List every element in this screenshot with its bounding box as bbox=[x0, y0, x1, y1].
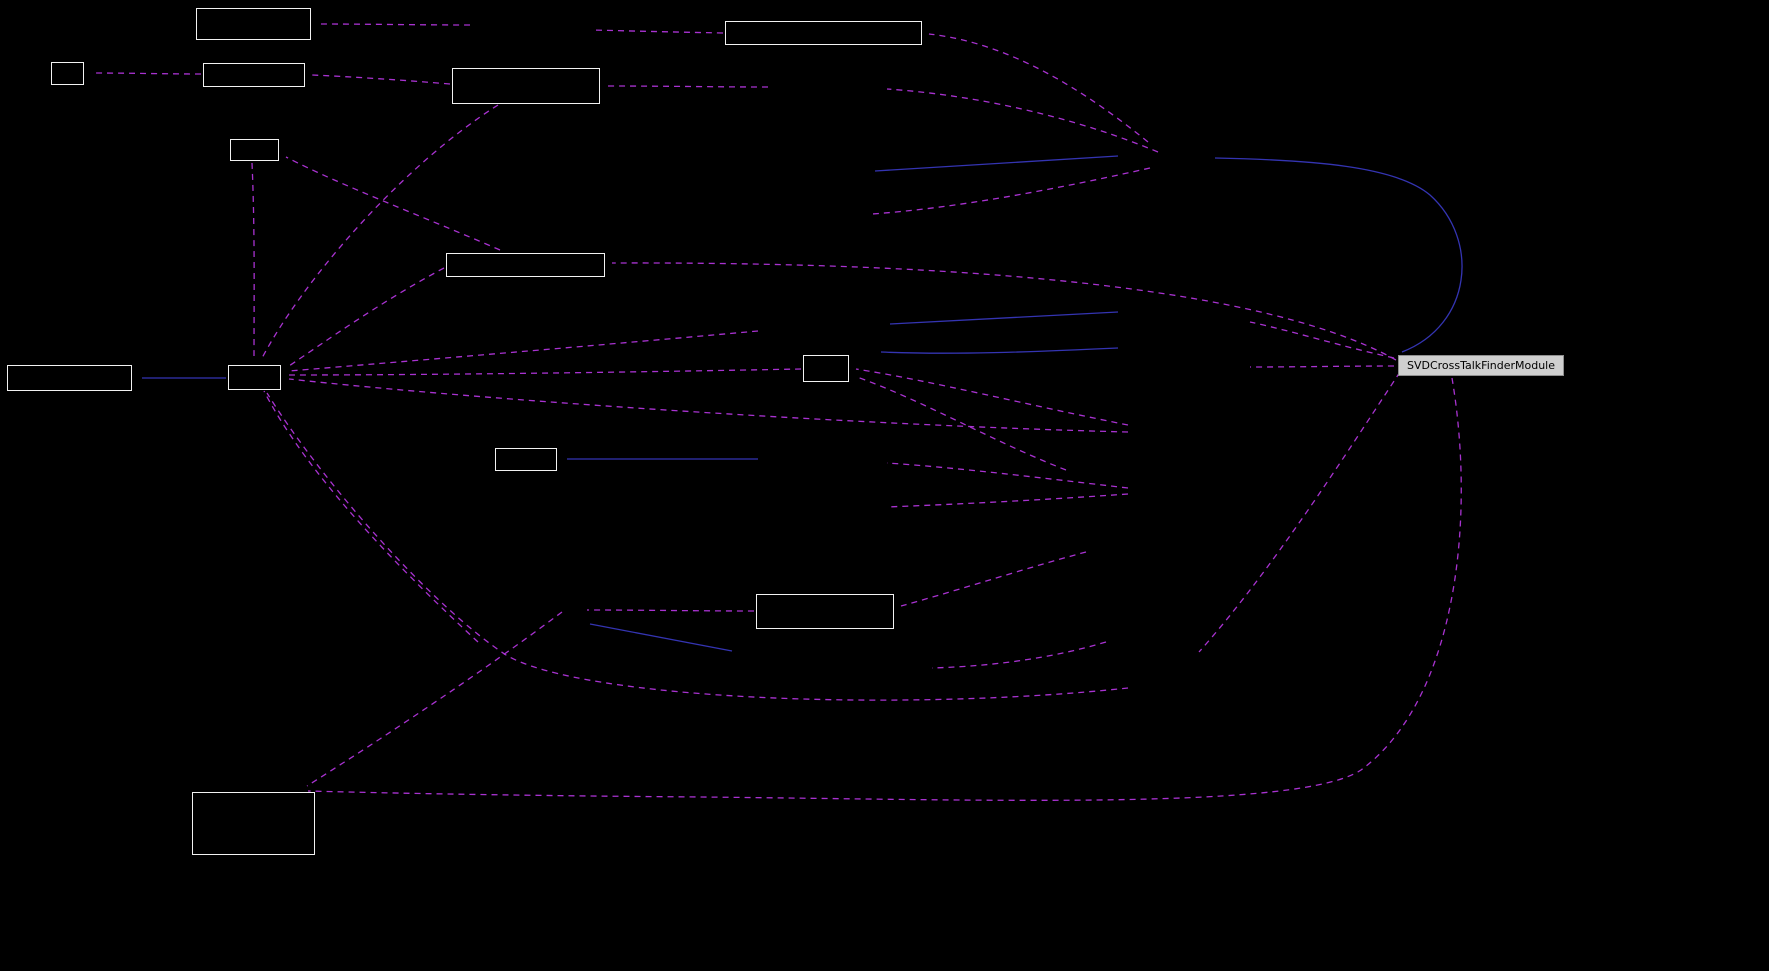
class-node-10[interactable] bbox=[803, 355, 849, 382]
class-node-8[interactable] bbox=[7, 365, 132, 391]
edge-usage-20 bbox=[260, 104, 499, 361]
edge-usage-25 bbox=[266, 392, 1129, 701]
edge-usage-12 bbox=[856, 376, 1067, 471]
edge-usage-22 bbox=[288, 330, 759, 372]
edge-usage-1 bbox=[317, 23, 471, 26]
class-node-6[interactable] bbox=[725, 21, 922, 45]
svd-cross-talk-finder-module-node[interactable]: SVDCrossTalkFinderModule bbox=[1398, 355, 1564, 376]
edge-inherit-2 bbox=[889, 311, 1119, 325]
edge-usage-30 bbox=[251, 162, 255, 360]
edge-inherit-3 bbox=[880, 347, 1119, 354]
edge-usage-18 bbox=[586, 609, 755, 612]
edge-usage-2 bbox=[591, 29, 724, 34]
class-node-5[interactable] bbox=[230, 139, 279, 161]
edge-inherit-7 bbox=[1214, 157, 1463, 353]
edge-usage-23 bbox=[288, 368, 802, 376]
edge-inherit-5 bbox=[589, 623, 733, 652]
edge-usage-4 bbox=[90, 72, 202, 75]
class-node-13[interactable] bbox=[192, 792, 315, 855]
edge-usage-9 bbox=[871, 167, 1151, 215]
class-node-4[interactable] bbox=[452, 68, 600, 104]
edge-usage-16 bbox=[886, 493, 1129, 508]
edge-usage-17 bbox=[900, 551, 1087, 607]
class-node-3[interactable] bbox=[203, 63, 305, 87]
edge-usage-29 bbox=[1198, 371, 1401, 653]
class-node-11[interactable] bbox=[495, 448, 557, 471]
edge-usage-10 bbox=[611, 262, 1397, 361]
edge-usage-3 bbox=[928, 33, 1149, 143]
edge-usage-21 bbox=[288, 267, 445, 367]
edge-inherit-1 bbox=[874, 155, 1119, 172]
class-node-12[interactable] bbox=[756, 594, 894, 629]
edge-usage-15 bbox=[886, 462, 1129, 489]
class-node-7[interactable] bbox=[446, 253, 605, 277]
class-node-9[interactable] bbox=[228, 365, 281, 390]
edge-usage-13 bbox=[1249, 321, 1395, 359]
class-node-2[interactable] bbox=[51, 62, 84, 85]
edge-usage-8 bbox=[285, 156, 501, 251]
edge-usage-26 bbox=[263, 390, 479, 643]
edge-usage-27 bbox=[306, 611, 563, 787]
edge-usage-24 bbox=[288, 378, 1129, 433]
class-node-1[interactable] bbox=[196, 8, 311, 40]
edge-usage-14 bbox=[1249, 365, 1395, 368]
edge-usage-7 bbox=[886, 88, 1159, 153]
edge-usage-6 bbox=[606, 85, 769, 88]
edge-usage-19 bbox=[931, 641, 1107, 669]
edge-usage-11 bbox=[855, 368, 1129, 426]
edge-usage-5 bbox=[311, 74, 451, 85]
edge-usage-28 bbox=[307, 377, 1462, 801]
